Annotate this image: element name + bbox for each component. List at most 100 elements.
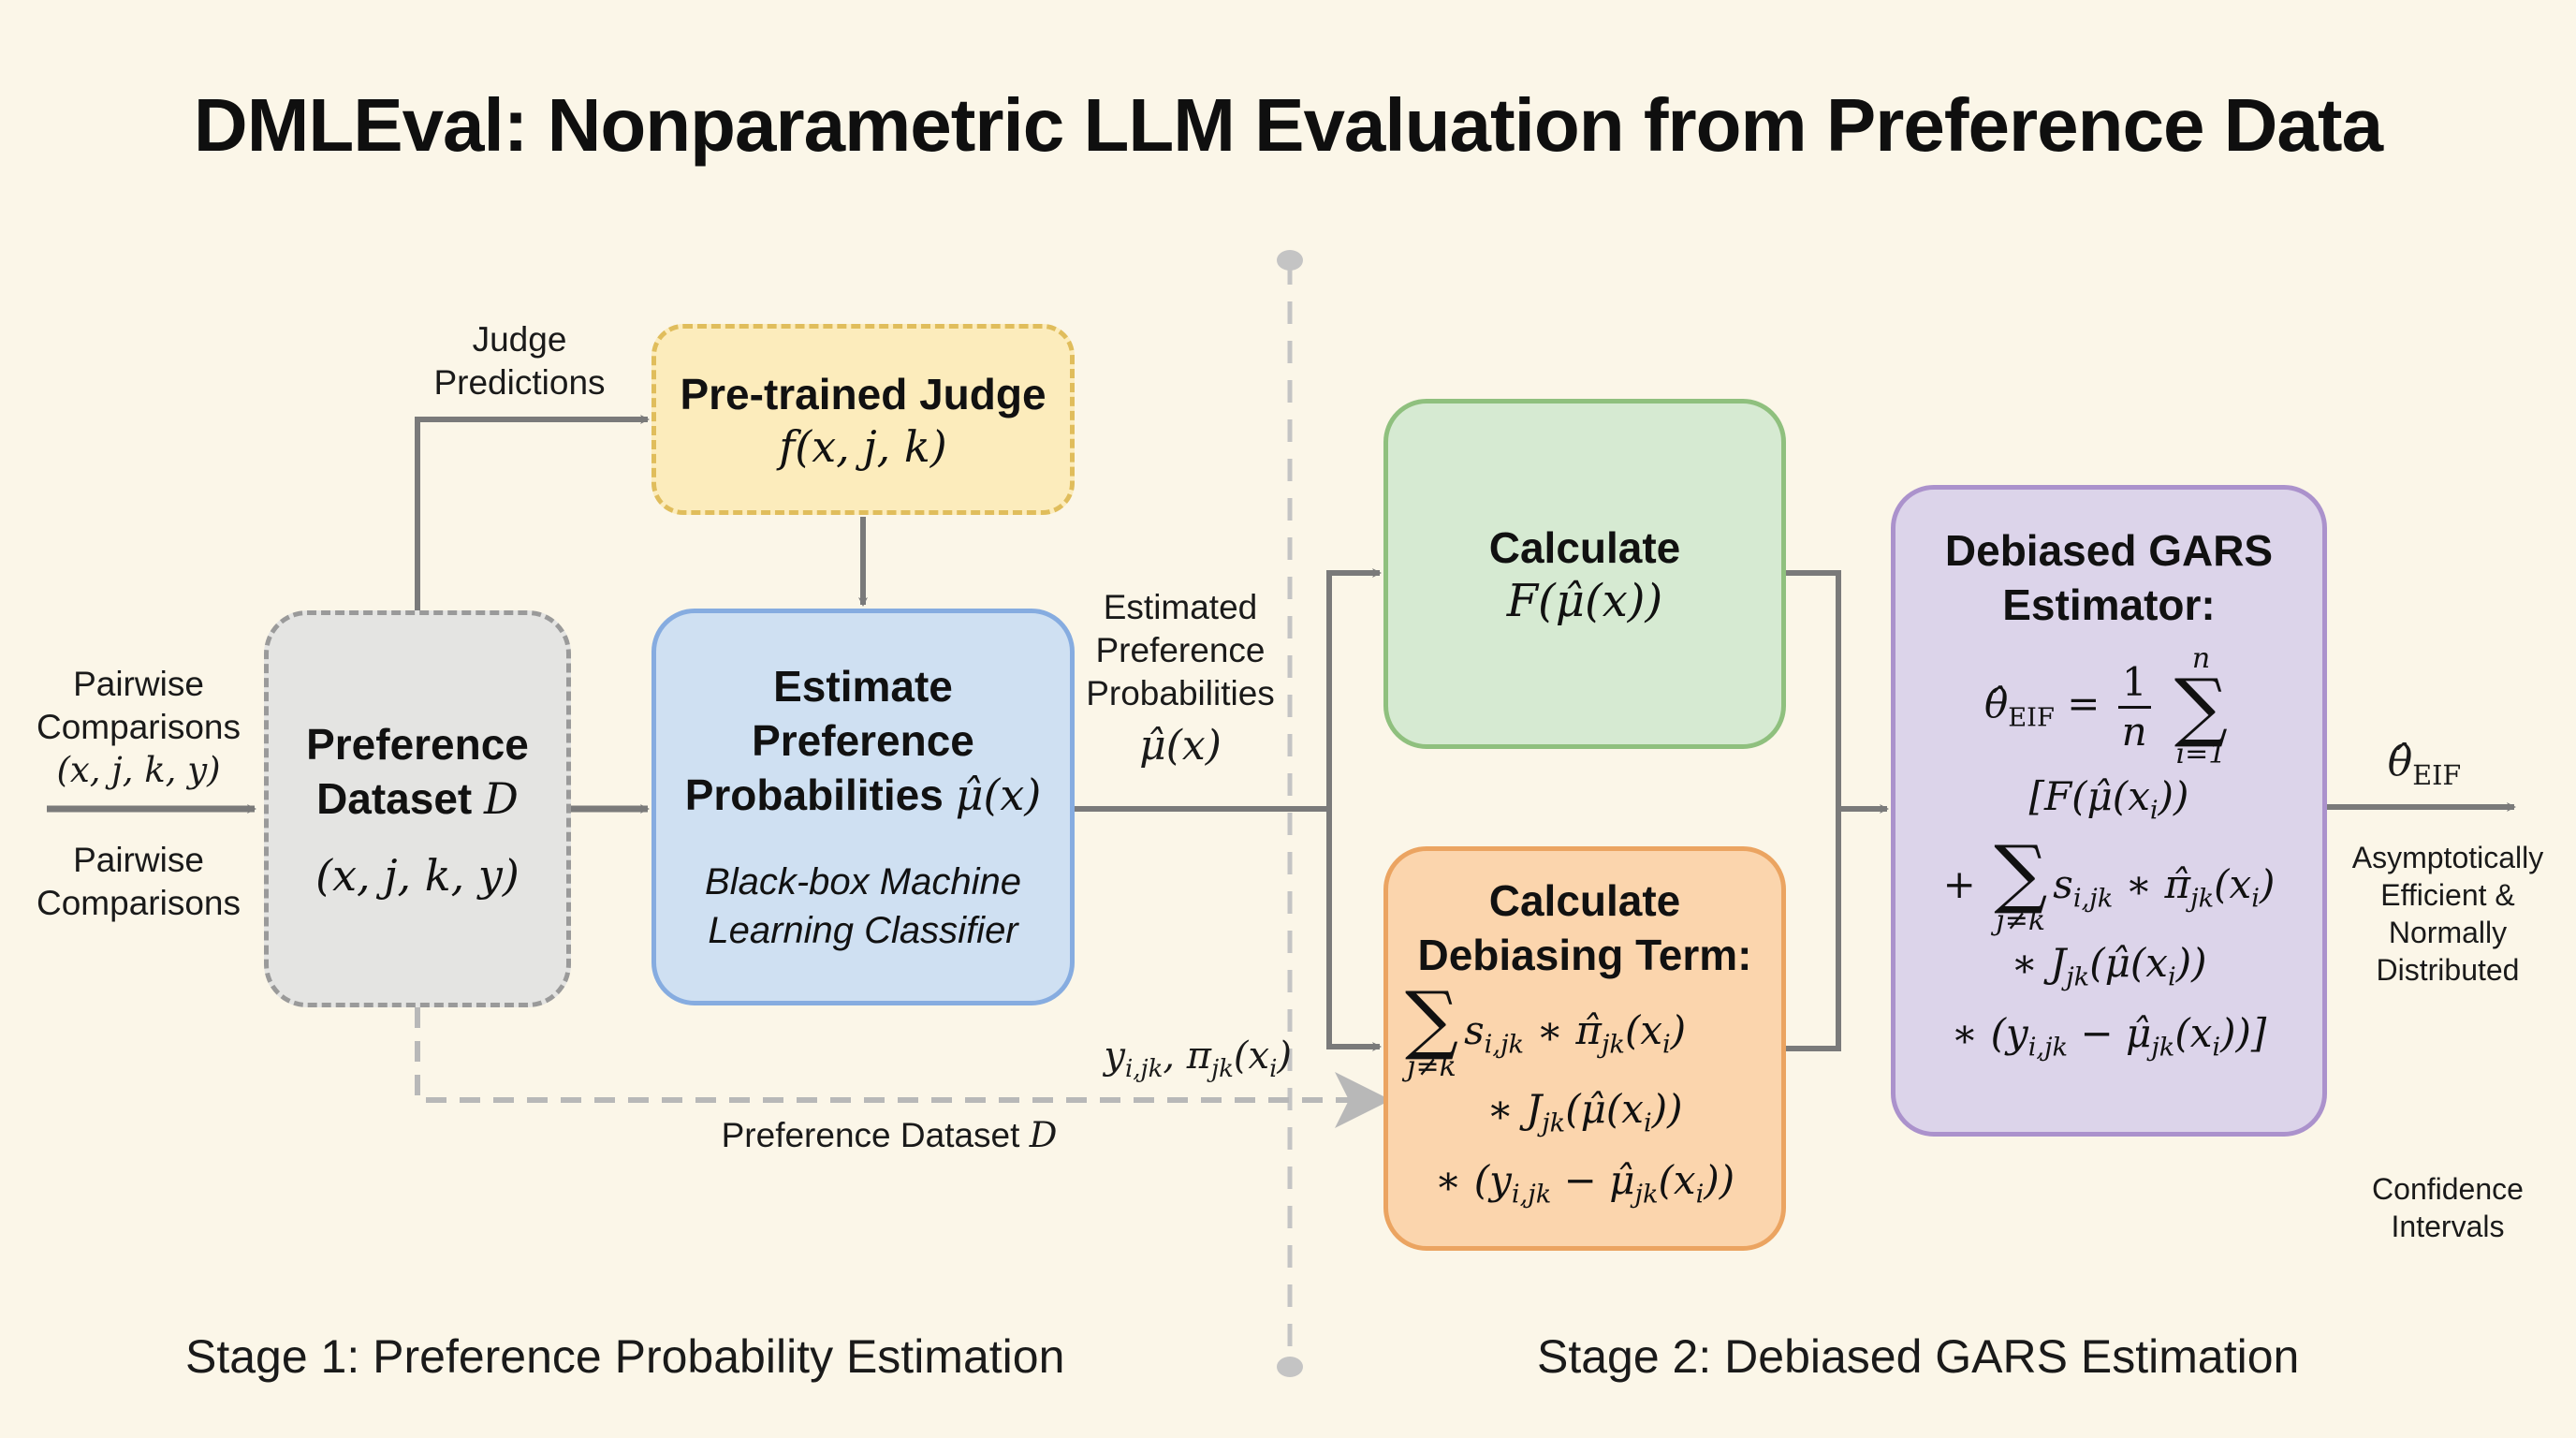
y-pi-close: ) xyxy=(1277,1034,1292,1078)
estimator-title-line2: Estimator: xyxy=(2002,580,2216,629)
estimator-equals: = xyxy=(2067,681,2100,726)
y-pi-sub3: i xyxy=(1269,1055,1278,1084)
y-pi-y: y xyxy=(1104,1034,1125,1078)
y-pi-rest: , π xyxy=(1163,1034,1212,1078)
debias-formula-line2: ∗ Jjk(μ̂(xi)) xyxy=(1399,1081,1770,1152)
estimator-l3-sub2: i xyxy=(2168,962,2176,992)
estimate-title-line2: Preference xyxy=(752,716,974,765)
estimator-bracket-a: [F(μ̂(x xyxy=(2028,773,2150,819)
output-properties-line2: Efficient & xyxy=(2380,878,2515,912)
debias-l1-sub: i,jk xyxy=(1484,1031,1525,1060)
output-properties-line3: Normally xyxy=(2388,916,2508,949)
estimator-l4-d: ))] xyxy=(2220,1010,2267,1057)
input-label-top-line1: Pairwise xyxy=(73,665,204,703)
pretrained-judge-node[interactable]: Pre-trained Judge f(x, j, k) xyxy=(651,324,1075,515)
dataset-title-text: Dataset xyxy=(316,774,473,823)
debias-l2-b: (μ̂(x xyxy=(1565,1086,1644,1133)
debias-l3-sub: i,jk xyxy=(1511,1180,1552,1210)
debias-l3-d: )) xyxy=(1704,1157,1735,1203)
estimate-title-text: Probabilities xyxy=(684,770,944,819)
debias-formula-line3: ∗ (yi,jk − μ̂jk(xi)) xyxy=(1399,1152,1770,1224)
estimate-symbol: μ̂(x) xyxy=(955,770,1042,820)
estimator-l2-c: (x xyxy=(2214,860,2252,907)
judge-predictions-line2: Predictions xyxy=(433,363,606,402)
sigma-icon: ∑ xyxy=(2174,663,2229,750)
estimator-bracket-sub: i xyxy=(2149,796,2159,826)
y-pi-sub: i,jk xyxy=(1124,1055,1164,1084)
estimated-probs-line1: Estimated xyxy=(1103,588,1258,626)
input-tuple: (x, j, k, y) xyxy=(56,750,221,790)
estimator-l4-sub2: jk xyxy=(2151,1033,2175,1063)
debias-l3-sub3: i xyxy=(1695,1180,1705,1210)
estimator-l3-sub: jk xyxy=(2066,962,2090,992)
sigma-icon: ∑ xyxy=(1405,976,1459,1064)
split-to-calc-f-arrow xyxy=(1326,568,1382,809)
debias-l2-sub2: i xyxy=(1644,1109,1652,1138)
dataset-to-judge-arrow xyxy=(415,415,650,610)
estimator-l2-sub2: jk xyxy=(2190,884,2215,914)
debias-l1-sub2: jk xyxy=(1601,1031,1625,1060)
dataset-feed-symbol: D xyxy=(1029,1115,1058,1155)
calculate-f-node[interactable]: Calculate F(μ̂(x)) xyxy=(1383,399,1786,749)
stage1-caption: Stage 1: Preference Probability Estimati… xyxy=(185,1330,1065,1383)
debias-l1-a: s xyxy=(1464,1007,1485,1054)
preference-dataset-node[interactable]: Preference Dataset D (x, j, k, y) xyxy=(264,610,571,1007)
output-properties-line4: Distributed xyxy=(2376,953,2520,987)
confidence-line1: Confidence xyxy=(2372,1172,2524,1206)
estimator-frac-num: 1 xyxy=(2117,662,2151,709)
debias-l1-c: (x xyxy=(1624,1007,1663,1054)
split-to-debias-arrow xyxy=(1326,809,1382,1051)
dataset-feed-label: Preference Dataset D xyxy=(655,1114,1123,1157)
debias-title-line2: Debiasing Term: xyxy=(1417,931,1752,980)
estimator-l4-sub: i,jk xyxy=(2027,1033,2069,1063)
estimator-formula-line2: [F(μ̂(xi)) xyxy=(2029,769,2189,840)
estimate-probabilities-node[interactable]: Estimate Preference Probabilities μ̂(x) … xyxy=(651,609,1075,1005)
output-theta-label: θ̂EIF xyxy=(2340,734,2509,803)
judge-title: Pre-trained Judge xyxy=(680,370,1046,418)
debias-l3-c: (x xyxy=(1658,1157,1696,1203)
estimator-frac-den: n xyxy=(2121,708,2147,755)
debias-l1-d: ) xyxy=(1670,1007,1687,1054)
debias-l2-c: )) xyxy=(1651,1086,1683,1133)
estimator-inner-sum: ∑j≠k xyxy=(1994,829,2048,937)
confidence-line2: Intervals xyxy=(2391,1210,2505,1243)
sigma-icon: ∑ xyxy=(1994,829,2048,917)
estimator-l4-b: − μ̂ xyxy=(2068,1010,2152,1057)
estimator-sum-lower: i=1 xyxy=(2175,738,2227,770)
debias-sum: ∑j≠k xyxy=(1405,976,1459,1081)
estimator-sum-upper: n xyxy=(2191,642,2211,675)
input-label-bottom: Pairwise Comparisons xyxy=(19,839,258,925)
y-pi-end: (x xyxy=(1233,1034,1270,1078)
input-label-bottom-line2: Comparisons xyxy=(37,884,241,922)
debias-l3-sub2: jk xyxy=(1634,1180,1659,1210)
output-theta: θ̂ xyxy=(2387,738,2413,785)
debias-l3-a: ∗ (y xyxy=(1434,1157,1512,1203)
estimator-l3-c: )) xyxy=(2175,939,2207,986)
debias-l3-b: − μ̂ xyxy=(1551,1157,1635,1203)
output-theta-sub: EIF xyxy=(2412,759,2462,791)
output-properties-label: Asymptotically Efficient & Normally Dist… xyxy=(2331,839,2565,989)
judge-predictions-label: Judge Predictions xyxy=(412,318,627,404)
estimator-inner-sum-lower: j≠k xyxy=(1996,903,2046,937)
estimator-l4-c: (x xyxy=(2174,1010,2213,1057)
estimator-bracket-b: )) xyxy=(2158,773,2189,819)
confidence-intervals-label: Confidence Intervals xyxy=(2331,1170,2565,1245)
estimated-probs-symbol: μ̂(x) xyxy=(1139,722,1222,770)
estimate-title-line1: Estimate xyxy=(773,662,953,711)
estimator-l2-b: ∗ π̂ xyxy=(2113,860,2191,907)
estimated-probs-line2: Preference xyxy=(1095,631,1266,669)
divider-bottom-cap xyxy=(1277,1357,1303,1377)
estimate-title-line3: Probabilities μ̂(x) xyxy=(685,768,1042,822)
estimated-probs-label: Estimated Preference Probabilities μ̂(x) xyxy=(1075,586,1286,768)
estimator-l4-sub3: i xyxy=(2212,1033,2221,1063)
estimator-l4-a: ∗ (y xyxy=(1951,1010,2028,1057)
dataset-tuple: (x, j, k, y) xyxy=(315,850,520,901)
dataset-feed-text: Preference Dataset xyxy=(721,1116,1020,1154)
estimator-theta-sub: EIF xyxy=(2008,703,2055,733)
estimated-probs-line3: Probabilities xyxy=(1086,674,1275,712)
judge-formula: f(x, j, k) xyxy=(779,421,947,472)
